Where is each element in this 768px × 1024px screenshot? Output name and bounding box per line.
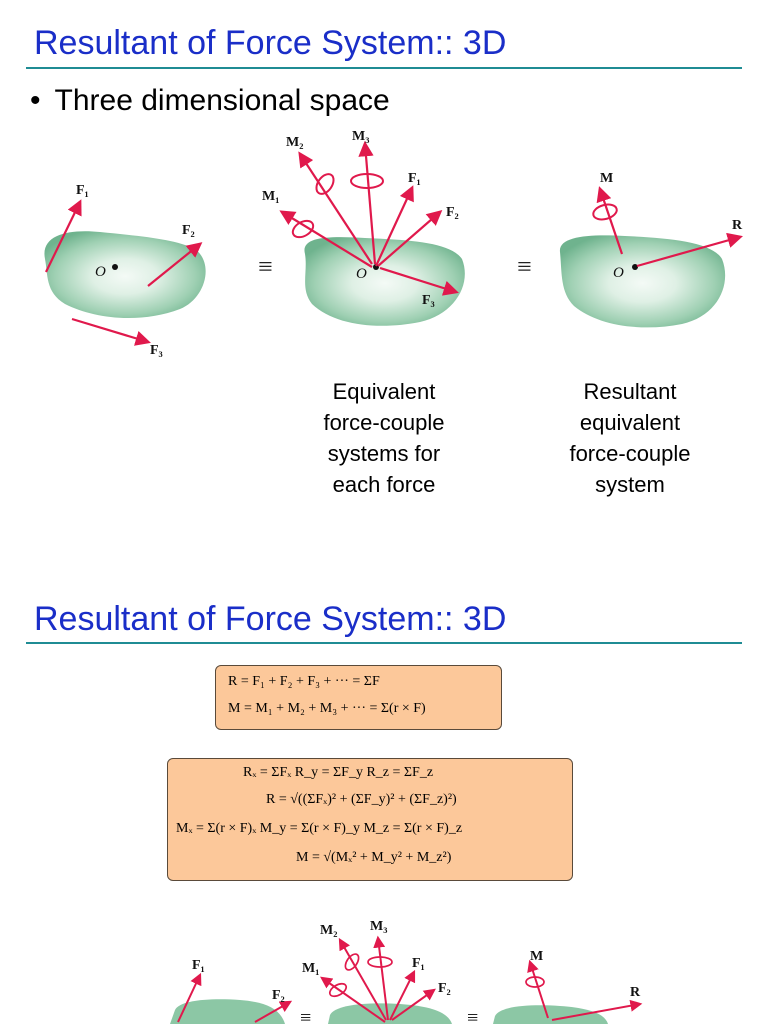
moment-arrow-m1 bbox=[279, 210, 373, 268]
caption-resultant-system: Resultant equivalent force-couple system bbox=[545, 376, 715, 500]
resultant-arrow-r bbox=[551, 999, 643, 1021]
force-system-diagram: O F₁ F₂ F₃ ≡ O M₁ M₂ M₃ F₁ F₂ F₃ ≡ O M R bbox=[44, 129, 743, 358]
equivalence-symbol: ≡ bbox=[517, 252, 532, 281]
rigid-body-2 bbox=[304, 237, 465, 326]
moment-curl-m bbox=[525, 976, 545, 988]
slide-title: Resultant of Force System:: 3D bbox=[34, 600, 507, 638]
moment-arrow-m3 bbox=[373, 935, 389, 1021]
moment-label-m1: M₁ bbox=[262, 189, 279, 204]
bullet-text: Three dimensional space bbox=[54, 84, 390, 117]
rigid-body-1 bbox=[170, 999, 285, 1024]
force-system-diagram-preview: F₁ F₂ ≡ M₁ M₂ M₃ F₁ F₂ ≡ M R bbox=[170, 919, 643, 1024]
origin-point bbox=[373, 264, 379, 270]
caption-line: Resultant bbox=[583, 379, 677, 404]
moment-label-m2: M₂ bbox=[286, 135, 303, 150]
origin-label: O bbox=[613, 265, 624, 281]
moment-curl-m3 bbox=[350, 173, 384, 189]
equation-line: R = F₁ + F₂ + F₃ + ··· = ΣF bbox=[228, 674, 380, 689]
moment-curl-m1 bbox=[328, 982, 348, 998]
force-arrow-f2 bbox=[391, 988, 436, 1021]
equivalence-symbol: ≡ bbox=[258, 252, 273, 281]
force-label-f3: F₃ bbox=[150, 343, 163, 358]
equation-line: M = √(Mₓ² + M_y² + M_z²) bbox=[296, 850, 452, 865]
force-arrow-f1 bbox=[375, 185, 414, 267]
equation-box-resultant: R = F₁ + F₂ + F₃ + ··· = ΣF M = M₁ + M₂ … bbox=[215, 665, 502, 730]
moment-curl-m3 bbox=[367, 956, 393, 968]
moment-curl-m bbox=[592, 203, 618, 221]
force-label-f1: F₁ bbox=[408, 171, 421, 186]
caption-equivalent-systems: Equivalent force-couple systems for each… bbox=[299, 376, 469, 500]
force-label-f2: F₂ bbox=[438, 981, 451, 996]
moment-arrow-m bbox=[596, 186, 624, 255]
bullet-dot: • bbox=[30, 84, 41, 117]
caption-line: system bbox=[595, 472, 665, 497]
caption-line: Equivalent bbox=[332, 379, 436, 404]
moment-label-m: M bbox=[600, 171, 613, 186]
equation-line: Rₓ = ΣFₓ R_y = ΣF_y R_z = ΣF_z bbox=[243, 765, 434, 780]
resultant-label-r: R bbox=[732, 218, 743, 233]
force-label-f1: F₁ bbox=[76, 183, 89, 198]
moment-label-m2: M₂ bbox=[320, 923, 337, 938]
resultant-arrow-r bbox=[636, 232, 743, 268]
force-arrow-f2 bbox=[377, 209, 443, 267]
force-arrow-f3 bbox=[71, 317, 151, 346]
moment-arrow-m2 bbox=[338, 937, 387, 1021]
equation-box-components: Rₓ = ΣFₓ R_y = ΣF_y R_z = ΣF_z R = √((ΣF… bbox=[167, 758, 573, 881]
caption-line: each force bbox=[332, 472, 436, 497]
moment-curl-m2 bbox=[315, 173, 335, 195]
force-arrow-f1 bbox=[45, 199, 82, 273]
rigid-body-3 bbox=[559, 235, 726, 328]
force-label-f2: F₂ bbox=[446, 205, 459, 220]
title-divider bbox=[26, 642, 742, 644]
force-label-f2: F₂ bbox=[272, 988, 285, 1003]
caption-line: force-couple bbox=[569, 441, 691, 466]
force-label-f3: F₃ bbox=[422, 293, 435, 308]
slide-title: Resultant of Force System:: 3D bbox=[34, 24, 507, 62]
force-label-f1: F₁ bbox=[192, 958, 205, 973]
equation-line: Mₓ = Σ(r × F)ₓ M_y = Σ(r × F)_y M_z = Σ(… bbox=[176, 821, 463, 836]
force-arrow-f1 bbox=[177, 972, 202, 1023]
equation-line: R = √((ΣFₓ)² + (ΣF_y)² + (ΣF_z)²) bbox=[266, 792, 457, 807]
caption-line: systems for bbox=[327, 441, 441, 466]
origin-point bbox=[632, 264, 638, 270]
resultant-label-r: R bbox=[630, 985, 641, 1000]
rigid-body-3 bbox=[493, 1005, 608, 1024]
caption-line: force-couple bbox=[323, 410, 445, 435]
moment-label-m1: M₁ bbox=[302, 961, 319, 976]
moment-curl-m2 bbox=[344, 953, 360, 971]
moment-arrow-m1 bbox=[320, 976, 386, 1023]
force-arrow-f2 bbox=[147, 242, 203, 287]
force-arrow-f2 bbox=[254, 1000, 293, 1023]
moment-arrow-m2 bbox=[298, 151, 373, 265]
moment-curl-m1 bbox=[291, 219, 315, 239]
force-arrow-f1 bbox=[389, 969, 416, 1021]
force-arrow-f3 bbox=[379, 266, 459, 296]
origin-label: O bbox=[95, 264, 106, 280]
origin-point bbox=[112, 264, 118, 270]
moment-arrow-m3 bbox=[358, 140, 377, 265]
moment-label-m3: M₃ bbox=[370, 919, 387, 934]
equation-line: M = M₁ + M₂ + M₃ + ··· = Σ(r × F) bbox=[228, 701, 426, 716]
rigid-body-2 bbox=[328, 1003, 452, 1024]
rigid-body-1 bbox=[44, 231, 206, 319]
force-label-f2: F₂ bbox=[182, 223, 195, 238]
equivalence-symbol: ≡ bbox=[467, 1007, 478, 1024]
equivalence-symbol: ≡ bbox=[300, 1007, 311, 1024]
moment-label-m: M bbox=[530, 949, 543, 964]
title-divider bbox=[26, 67, 742, 69]
bullet-item: • Three dimensional space bbox=[30, 84, 390, 118]
origin-label: O bbox=[356, 266, 367, 282]
force-label-f1: F₁ bbox=[412, 956, 425, 971]
moment-label-m3: M₃ bbox=[352, 129, 369, 144]
moment-arrow-m bbox=[527, 959, 549, 1019]
caption-line: equivalent bbox=[579, 410, 681, 435]
